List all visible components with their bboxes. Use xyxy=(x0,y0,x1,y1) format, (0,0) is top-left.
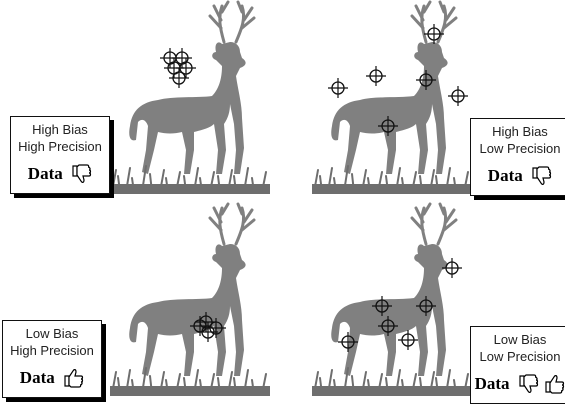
thumbs-down-icon xyxy=(517,373,539,395)
thumbs-down-icon xyxy=(530,165,552,187)
shot-reticle xyxy=(448,86,468,106)
bias-label: Low Bias xyxy=(3,325,101,342)
thumbs-down-icon xyxy=(70,163,92,185)
shot-reticle xyxy=(366,66,386,86)
deer-target-image xyxy=(304,202,484,404)
precision-label: High Precision xyxy=(3,342,101,359)
label-box: Low Bias Low Precision Data xyxy=(470,326,565,404)
shot-reticle xyxy=(398,330,418,350)
label-box: High Bias High Precision Data xyxy=(10,116,110,194)
precision-label: Low Precision xyxy=(471,348,565,365)
shot-reticle xyxy=(328,78,348,98)
precision-label: High Precision xyxy=(11,138,109,155)
thumbs-up-icon xyxy=(543,373,565,395)
data-word: Data xyxy=(20,368,55,387)
panel-low-bias-low-precision: Low Bias Low Precision Data xyxy=(282,202,564,404)
label-box: High Bias Low Precision Data xyxy=(470,118,565,196)
panel-high-bias-low-precision: High Bias Low Precision Data xyxy=(282,0,564,202)
data-word: Data xyxy=(475,374,510,393)
deer-target-image xyxy=(304,0,484,202)
thumbs-up-icon xyxy=(62,367,84,389)
panel-low-bias-high-precision: Low Bias High Precision Data xyxy=(0,202,282,404)
bias-label: Low Bias xyxy=(471,331,565,348)
bias-label: High Bias xyxy=(471,123,565,140)
panel-high-bias-high-precision: High Bias High Precision Data xyxy=(0,0,282,202)
data-word: Data xyxy=(28,164,63,183)
bias-label: High Bias xyxy=(11,121,109,138)
data-word: Data xyxy=(488,166,523,185)
deer-target-image xyxy=(102,0,282,202)
precision-label: Low Precision xyxy=(471,140,565,157)
shot-reticle xyxy=(172,48,192,68)
label-box: Low Bias High Precision Data xyxy=(2,320,102,398)
deer-target-image xyxy=(102,202,282,404)
